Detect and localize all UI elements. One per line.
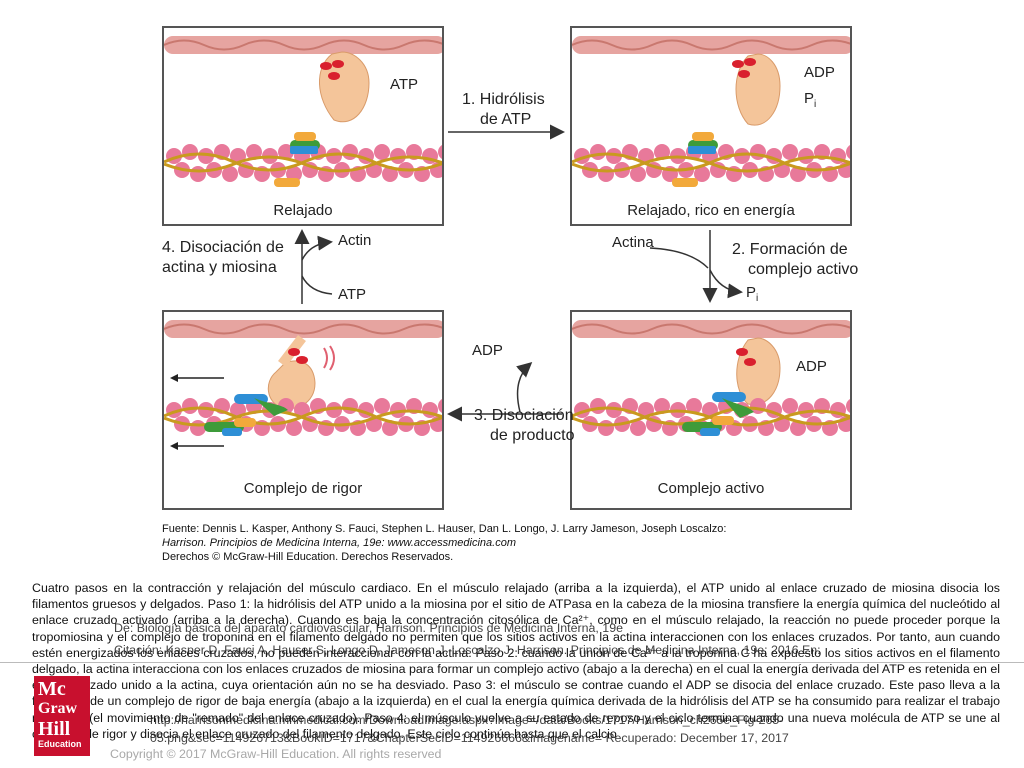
pi-label: Pi	[804, 90, 816, 110]
atp-phosphate	[332, 60, 344, 68]
panel-relaxed: ATP Relajado	[162, 26, 444, 226]
step4-line2: actina y miosina	[162, 259, 277, 276]
step1-line1: 1. Hidrólisis	[462, 91, 545, 108]
step4-actin-label: Actin	[338, 232, 372, 249]
step3-line2: de producto	[490, 427, 575, 444]
panel-rigor-complex-art	[164, 320, 442, 450]
panel-active-complex-art	[572, 320, 850, 436]
step3-line1: 3. Disociación	[474, 407, 574, 424]
thin-filament	[164, 144, 442, 182]
step4-atp-label: ATP	[338, 286, 367, 303]
step3-adp-label: ADP	[472, 342, 503, 359]
contraction-cycle-diagram: ATP Relajado ADP Pi Relajado, rico en en…	[162, 26, 858, 564]
panel-relaxed-energized-art	[572, 36, 850, 187]
step2-pi-main: P	[746, 284, 757, 301]
step2-pi-sub: i	[756, 293, 759, 304]
figure-caption: Cuatro pasos en la contracción y relajac…	[32, 581, 1000, 741]
citation-overlay: De: Biología básica del aparato cardiova…	[90, 620, 950, 761]
arrow-actin-out	[301, 235, 333, 261]
logo-line3: Hill	[38, 718, 71, 740]
step4-line1: 4. Disociación de	[162, 239, 284, 256]
step2-line2: complejo activo	[748, 261, 859, 278]
adp-label: ADP	[804, 64, 835, 81]
source-line1: Fuente: Dennis L. Kasper, Anthony S. Fau…	[162, 523, 727, 535]
panel-rigor-complex: Complejo de rigor	[162, 310, 444, 510]
step1-line2: de ATP	[480, 111, 532, 128]
overlay-line1: De: Biología básica del aparato cardiova…	[114, 621, 623, 635]
atp-phosphate	[320, 62, 332, 70]
logo-line2: Graw	[38, 700, 78, 717]
mcgraw-hill-logo: Mc Graw Hill Education	[34, 676, 90, 756]
overlay-line5: Copyright © 2017 McGraw-Hill Education. …	[110, 747, 442, 761]
panel-active-complex-title: Complejo activo	[657, 480, 765, 497]
pi-label-sub: i	[814, 99, 817, 110]
atp-phosphate	[328, 72, 340, 80]
arrow-atp-in	[301, 275, 333, 295]
overlay-line2: Citación: Kasper D, Fauci A, Hauser S, L…	[114, 643, 821, 657]
myosin-head	[736, 337, 781, 406]
step2-line1: 2. Formación de	[732, 241, 848, 258]
arrow-pi-out	[709, 269, 743, 299]
step1-label: 1. Hidrólisis de ATP	[462, 90, 545, 130]
figure-source: Fuente: Dennis L. Kasper, Anthony S. Fau…	[162, 522, 726, 564]
myosin-head	[319, 51, 370, 123]
panel-active-complex: ADP Complejo activo	[570, 310, 852, 510]
logo-line4: Education	[38, 739, 82, 749]
source-line3: Derechos © McGraw-Hill Education. Derech…	[162, 551, 454, 563]
panel-relaxed-title: Relajado	[273, 202, 333, 219]
arrow-adp-out	[516, 362, 533, 413]
panel-relaxed-art	[164, 36, 442, 187]
logo-line1: Mc	[38, 678, 66, 700]
step3-label: 3. Disociación de producto	[474, 406, 575, 446]
source-line2: Harrison. Principios de Medicina Interna…	[162, 537, 516, 549]
atp-label: ATP	[390, 76, 419, 93]
overlay-line3: http://harrisonmedicina.mhmedical.com/Do…	[150, 713, 784, 727]
pi-label-main: P	[804, 90, 815, 107]
step2-label: 2. Formación de complejo activo	[732, 240, 858, 280]
step2-pi-label: Pi	[746, 284, 758, 304]
cycle-arrows	[294, 124, 743, 422]
adp-bound-label: ADP	[796, 358, 827, 375]
step2-actina-label: Actina	[612, 234, 654, 251]
panel-relaxed-energized-title: Relajado, rico en energía	[627, 202, 795, 219]
step4-label: 4. Disociación de actina y miosina	[162, 238, 284, 278]
slide-divider	[0, 662, 1024, 663]
panel-relaxed-energized: ADP Pi Relajado, rico en energía	[570, 26, 852, 226]
overlay-line4: 05.png&sec=114926713&BookID=1717&Chapter…	[150, 731, 789, 745]
panel-rigor-complex-title: Complejo de rigor	[243, 480, 363, 497]
arrow-actina-in	[649, 247, 709, 269]
